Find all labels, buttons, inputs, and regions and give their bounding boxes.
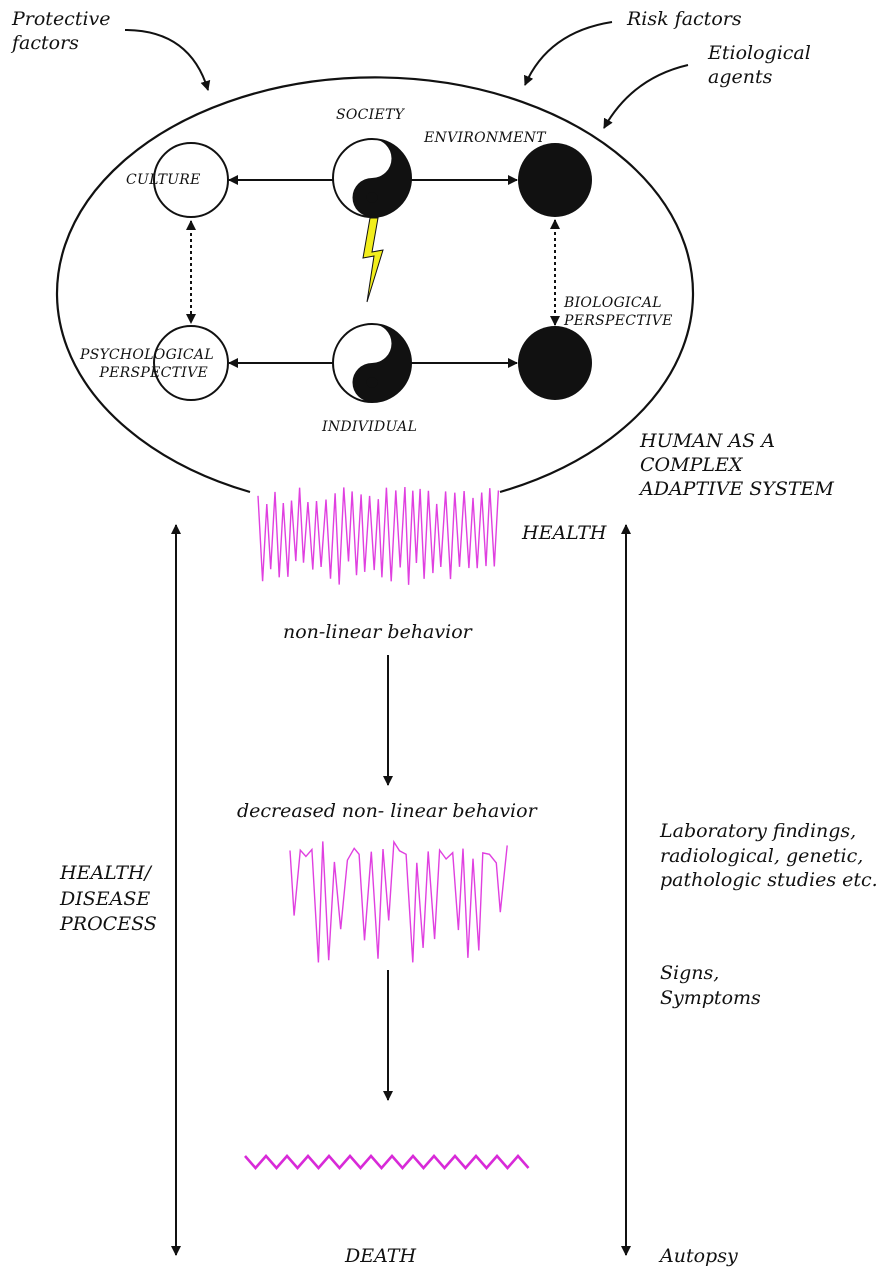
signs-symptoms-label: Signs, Symptoms (660, 962, 761, 1009)
psychological-perspective-label: PSYCHOLOGICAL PERSPECTIVE (80, 347, 214, 381)
non-linear-label: non-linear behavior (283, 621, 472, 643)
etiological-agents-arrow (603, 64, 689, 129)
yin-yang-icon (332, 138, 412, 218)
decreased-wave (289, 839, 508, 963)
environment-label: ENVIRONMENT (424, 130, 546, 146)
individual-label: INDIVIDUAL (322, 419, 418, 435)
etiological-agents-label: Etiological agents (708, 42, 811, 88)
lightning-bolt-icon (362, 217, 384, 303)
lab-findings-label: Laboratory findings, radiological, genet… (660, 820, 878, 892)
society-label: SOCIETY (336, 107, 405, 123)
biological-perspective-label: BIOLOGICAL PERSPECTIVE (564, 295, 673, 329)
human-system-label: HUMAN AS A COMPLEX ADAPTIVE SYSTEM (640, 430, 834, 500)
psychological-circle (153, 325, 229, 401)
health-label: HEALTH (522, 522, 607, 544)
health-wave (257, 486, 500, 585)
protective-factors-arrow (124, 29, 211, 91)
human-system-ellipse (55, 76, 695, 494)
biological-circle (518, 326, 592, 400)
risk-factors-label: Risk factors (627, 8, 742, 30)
culture-circle (153, 142, 229, 218)
health-disease-process-label: HEALTH/ DISEASE PROCESS (60, 862, 157, 936)
culture-label: CULTURE (126, 172, 201, 188)
death-label: DEATH (345, 1245, 417, 1267)
risk-factors-arrow (524, 21, 613, 86)
decreased-non-linear-label: decreased non- linear behavior (237, 800, 537, 822)
environment-circle (518, 143, 592, 217)
autopsy-label: Autopsy (660, 1245, 738, 1267)
death-wave (244, 1154, 530, 1170)
protective-factors-label: Protective factors (12, 8, 111, 54)
yin-yang-icon (332, 323, 412, 403)
